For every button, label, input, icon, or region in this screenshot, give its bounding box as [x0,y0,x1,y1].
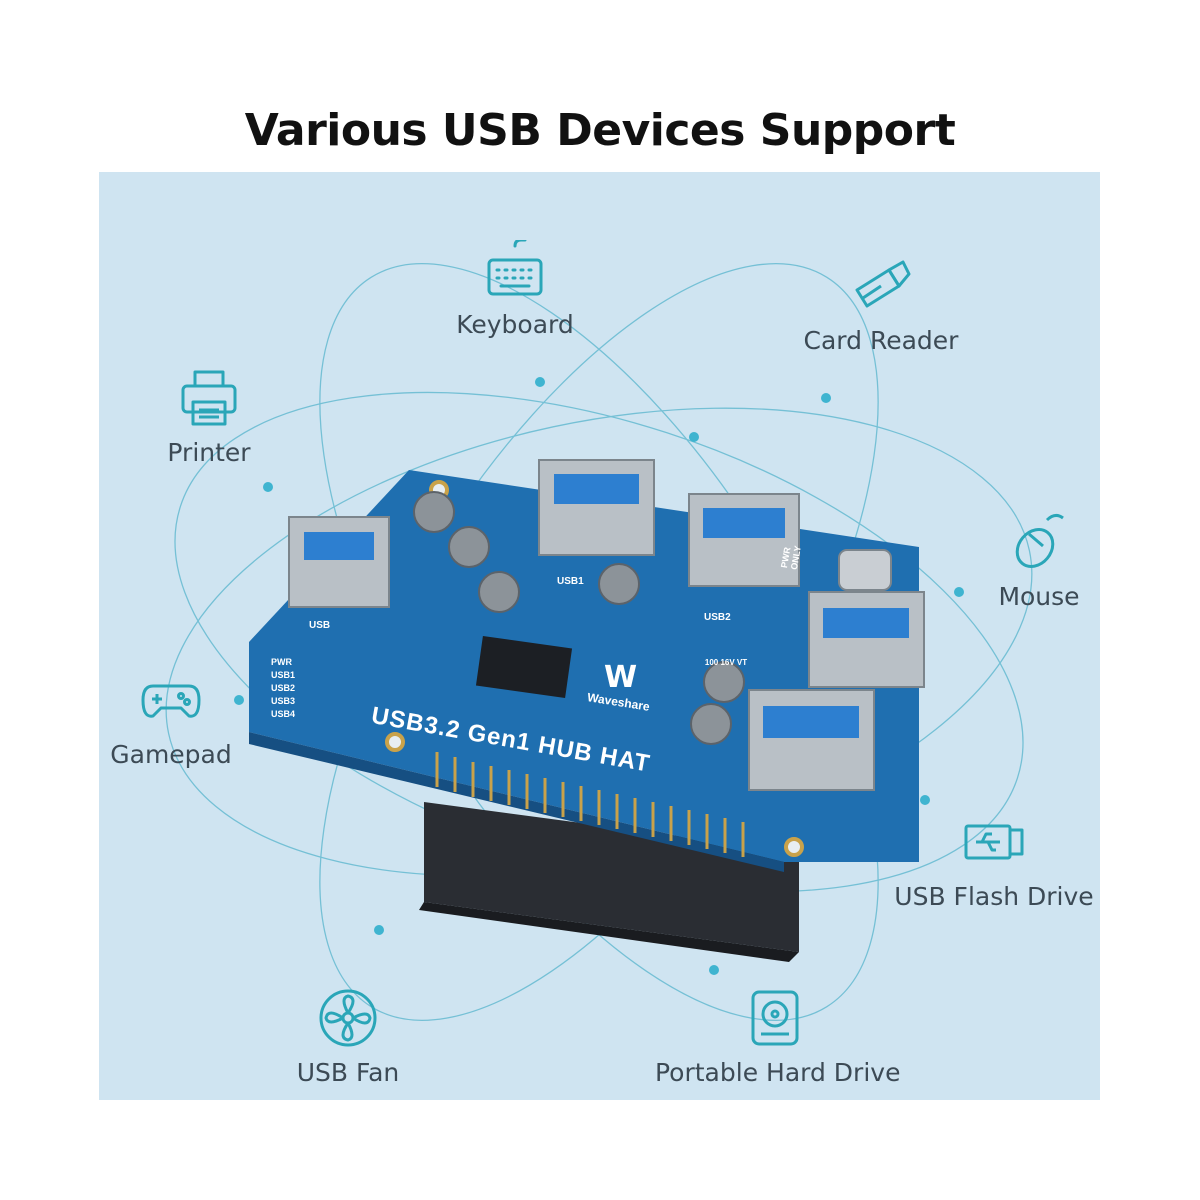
usb-c-port [838,549,892,591]
hub-controller-chip [475,635,573,699]
port-label-pwr-only: PWR ONLY [779,544,803,571]
device-label-usb-fan: USB Fan [296,1058,400,1087]
device-label-portable-hard-drive: Portable Hard Drive [655,1058,901,1087]
device-keyboard: Keyboard [395,240,635,339]
device-printer: Printer [99,368,329,467]
port-label-usb2: USB2 [704,612,731,623]
led-label-usb4: USB4 [271,709,296,719]
device-card-reader: Card Reader [761,256,1001,355]
device-label-printer: Printer [167,438,251,467]
device-gamepad: Gamepad [99,670,291,769]
waveshare-logo-icon: W [604,660,637,695]
device-portable-hard-drive: Portable Hard Drive [655,988,901,1087]
led-label-usb2: USB2 [271,683,296,693]
gamepad-icon [141,684,201,718]
usb-port-1 [538,459,655,556]
card-reader-icon [855,260,911,308]
port-label-usb1: USB1 [557,576,584,587]
printer-icon [181,370,237,426]
illustration-panel: W Waveshare USB3.2 Gen1 HUB HAT USB USB1… [99,172,1100,1100]
device-label-gamepad: Gamepad [110,740,232,769]
port-label-usb: USB [309,620,331,631]
device-label-keyboard: Keyboard [456,310,574,339]
led-label-usb3: USB3 [271,696,296,706]
capacitor-marking: 100 16V VT [704,658,748,667]
led-label-pwr: PWR [271,657,292,667]
mouse-icon [1015,513,1064,568]
led-label-usb1: USB1 [271,670,296,680]
device-label-mouse: Mouse [998,582,1080,611]
usb-hub-hat-board: W [249,459,925,962]
hard-drive-icon [751,990,799,1046]
usb-port-2 [688,493,800,587]
usb-port-3 [808,591,925,688]
device-usb-fan: USB Fan [228,988,468,1087]
usb-port-left [288,516,390,608]
board-led-labels: PWR USB1 USB2 USB3 USB4 [271,656,295,721]
device-label-card-reader: Card Reader [803,326,959,355]
device-usb-flash-drive: USB Flash Drive [874,812,1100,911]
keyboard-icon [487,240,543,296]
page-title: Various USB Devices Support [244,105,956,156]
fan-icon [319,989,377,1047]
device-mouse: Mouse [919,512,1100,611]
usb-flash-drive-icon [964,824,1024,860]
device-label-usb-flash-drive: USB Flash Drive [894,882,1094,911]
usb-port-4 [748,689,875,791]
